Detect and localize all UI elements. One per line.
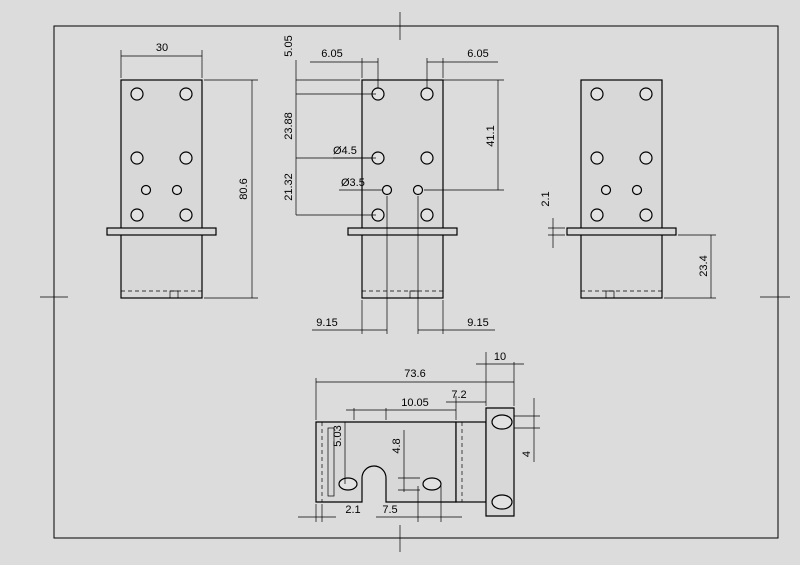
dim-6-05-right: 6.05 [467,48,488,60]
dim-9-15-left: 9.15 [316,317,337,329]
center-view: 5.05 23.88 21.32 6.05 6.05 41.1 Ø4.5 Ø3.… [283,35,504,334]
dim-4: 4 [521,451,533,457]
dim-9-15-right: 9.15 [467,317,488,329]
centering-marks [40,12,790,552]
dim-dia-3-5: Ø3.5 [341,177,365,189]
left-view: 30 80.6 [106,42,258,299]
sheet-frame [53,25,779,539]
dim-7-2: 7.2 [451,389,466,401]
right-view: 2.1 23.4 [540,79,716,299]
dim-23-88: 23.88 [283,112,295,140]
dim-dia-4-5: Ø4.5 [333,145,357,157]
dim-5-03: 5.03 [332,425,344,446]
dim-10: 10 [494,351,506,363]
dim-80-6: 80.6 [238,178,250,199]
dim-4-8: 4.8 [391,438,403,453]
dim-30: 30 [156,42,168,54]
dim-2-1: 2.1 [540,191,552,206]
dim-5-05: 5.05 [283,35,295,56]
bottom-view: 73.6 10 7.2 10.05 5.03 4.8 4 2.1 [298,351,540,522]
dim-10-05: 10.05 [401,397,429,409]
dim-41-1: 41.1 [485,125,497,146]
dim-7-5: 7.5 [382,504,397,516]
dim-73-6: 73.6 [404,368,425,380]
dim-23-4: 23.4 [698,255,710,276]
dim-6-05-left: 6.05 [321,48,342,60]
dim-2-1-bottom: 2.1 [345,504,360,516]
dim-21-32: 21.32 [283,173,295,201]
